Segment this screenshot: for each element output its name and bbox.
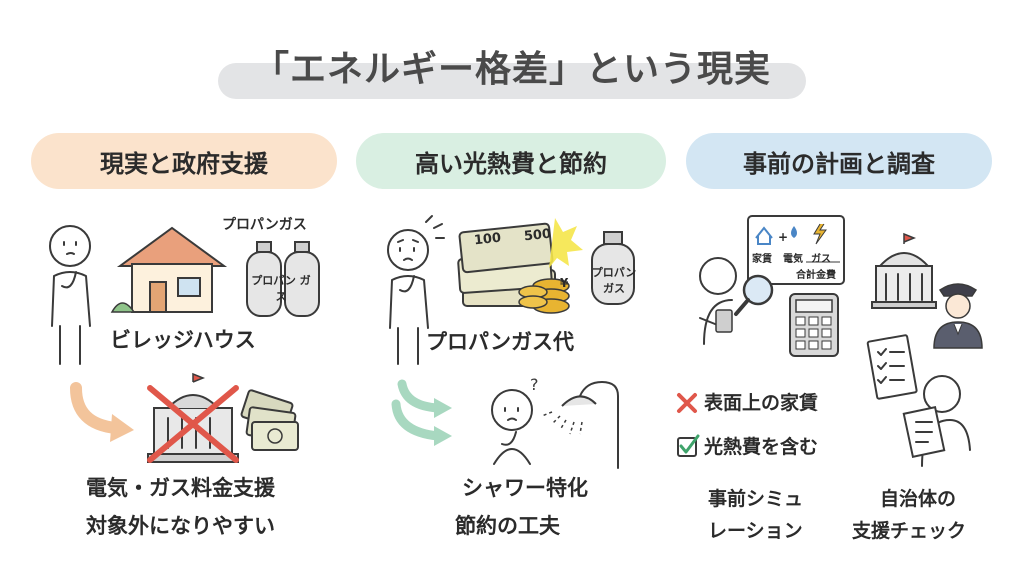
shower-tip-line2: 節約の工夫 (455, 514, 560, 538)
header-reality-support: 現実と政府支援 (31, 133, 337, 189)
propane-tank-icon (246, 241, 320, 317)
shower-tip-line1: シャワー特化 (462, 476, 588, 500)
propane-cost-label: プロパンガス代 (426, 330, 575, 354)
local-support-line2: 支援チェック (852, 520, 967, 542)
simulation-line1: 事前シミュ (708, 488, 804, 510)
header-planning: 事前の計画と調査 (686, 133, 992, 189)
propane-tank-label-2: プロパン ガス (591, 266, 637, 295)
cross-mark-icon (677, 393, 697, 413)
sheet-plus: + (778, 230, 789, 244)
reading-person-icon (902, 375, 971, 467)
thinking-person-icon (49, 225, 91, 365)
propane-label-top: プロパンガス (222, 217, 307, 233)
propane-tank-label: プロパン ガス (251, 274, 311, 303)
banknote-500: 500 (523, 226, 552, 245)
cost-sheet-icon (747, 215, 845, 285)
checklist-icon (866, 334, 918, 400)
banknote-100: 100 (473, 230, 502, 249)
subsidy-label-line2: 対象外になりやすい (86, 514, 275, 538)
official-icon (933, 283, 983, 349)
svg-text:?: ? (530, 375, 539, 394)
check-box-icon (677, 434, 700, 457)
subsidy-label-line1: 電気・ガス料金支援 (86, 476, 275, 500)
government-building-crossed-icon (147, 372, 239, 463)
cash-icon (240, 389, 299, 451)
worried-person-icon (387, 215, 445, 365)
title-highlight (218, 63, 806, 99)
shower-person-icon: ? (491, 375, 619, 469)
village-house-label: ビレッジハウス (110, 328, 256, 352)
house-icon (110, 226, 228, 313)
money-pile-icon (457, 218, 583, 314)
government-building-icon (871, 232, 937, 309)
yen-coin: ¥ (560, 276, 569, 290)
propane-tank-icon-2 (591, 231, 635, 305)
page-title: 「エネルギー格差」という現実 (252, 49, 771, 90)
local-support-line1: 自治体の (880, 488, 957, 510)
sheet-rent: 家賃 (752, 254, 772, 265)
curved-arrows-green-icon (391, 379, 452, 446)
curved-arrow-icon (70, 382, 134, 442)
include-utilities-label: 光熱費を含む (704, 436, 819, 458)
sheet-elec: 電気 (783, 254, 803, 265)
sheet-total: 合計金費 (796, 270, 836, 281)
research-person-icon (699, 257, 774, 345)
surface-rent-label: 表面上の家賃 (704, 392, 819, 414)
sheet-gas: ガス (811, 254, 831, 265)
header-high-utility: 高い光熱費と節約 (356, 133, 666, 189)
calculator-icon (789, 293, 839, 357)
simulation-line2: レーション (708, 520, 803, 542)
